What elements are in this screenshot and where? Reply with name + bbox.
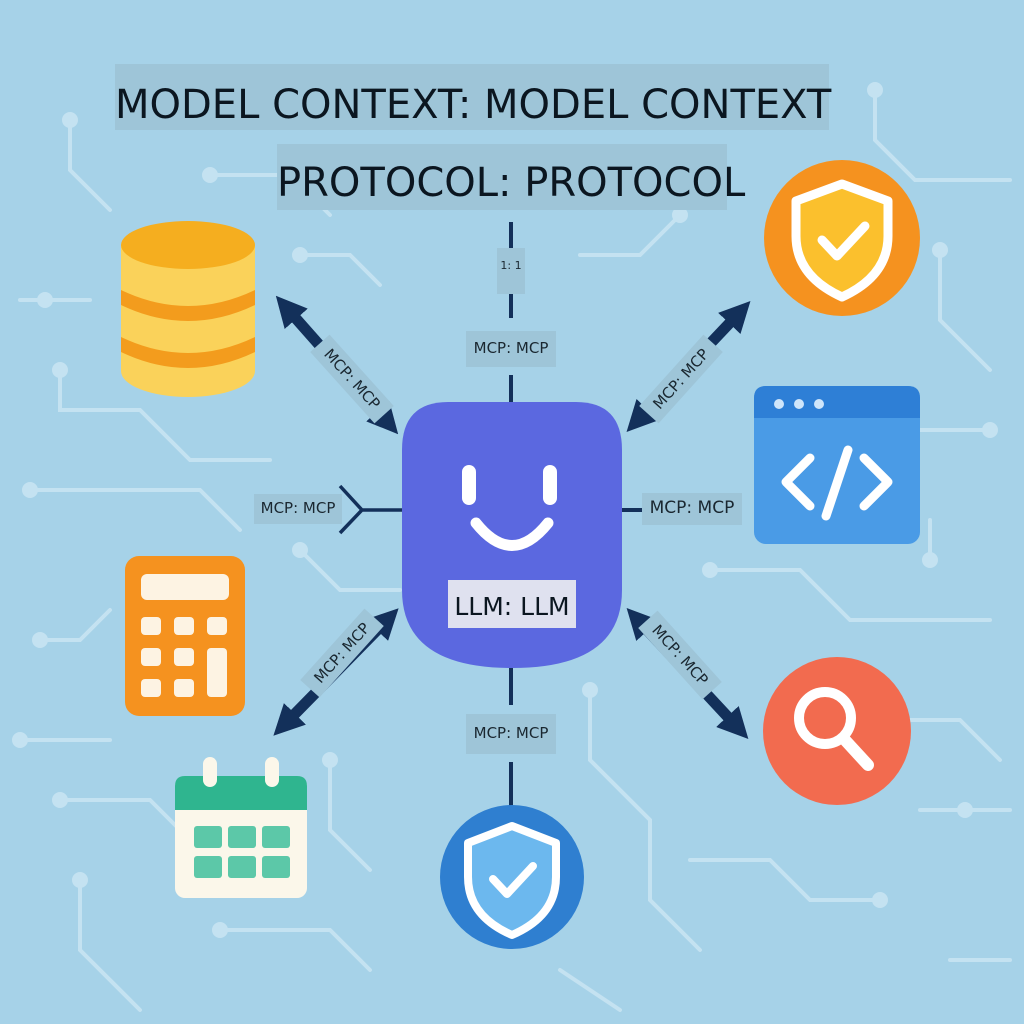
shield-check-icon xyxy=(791,179,893,302)
code-window-node xyxy=(754,386,920,544)
circuit-background xyxy=(12,82,1012,1012)
llm-right-eye xyxy=(543,465,557,505)
top-ratio-label: 1: 1 xyxy=(497,248,525,294)
calculator-node xyxy=(125,556,245,716)
search-icon xyxy=(794,687,874,771)
connector-label-left: MCP: MCP xyxy=(254,494,342,524)
connector-label-top: MCP: MCP xyxy=(466,331,556,367)
database-icon xyxy=(121,221,255,397)
arrow-label-upper-right: MCP: MCP xyxy=(649,345,712,413)
security-blue-node xyxy=(440,805,584,949)
title-line-2: PROTOCOL: PROTOCOL xyxy=(277,144,745,210)
robot-face-icon xyxy=(402,402,622,668)
security-orange-node xyxy=(764,160,920,316)
llm-node: LLM: LLM xyxy=(402,402,622,668)
database-node xyxy=(121,221,255,397)
calendar-icon xyxy=(175,757,307,898)
llm-left-eye xyxy=(462,465,476,505)
left-connector-fork xyxy=(338,484,402,535)
code-window-icon xyxy=(754,386,920,544)
search-node xyxy=(763,657,911,805)
connector-label-right: MCP: MCP xyxy=(642,493,742,525)
calculator-icon xyxy=(125,556,245,716)
arrow-label-lower-left: MCP: MCP xyxy=(310,619,373,687)
llm-label: LLM: LLM xyxy=(454,592,569,621)
calendar-node xyxy=(175,757,307,898)
arrow-label-upper-left: MCP: MCP xyxy=(320,345,383,413)
title-line-1: MODEL CONTEXT: MODEL CONTEXT xyxy=(115,64,831,130)
llm-smile xyxy=(470,517,554,551)
connector-label-bottom: MCP: MCP xyxy=(466,714,556,754)
arrow-label-lower-right: MCP: MCP xyxy=(648,621,711,689)
shield-check-icon-blue xyxy=(464,822,560,939)
